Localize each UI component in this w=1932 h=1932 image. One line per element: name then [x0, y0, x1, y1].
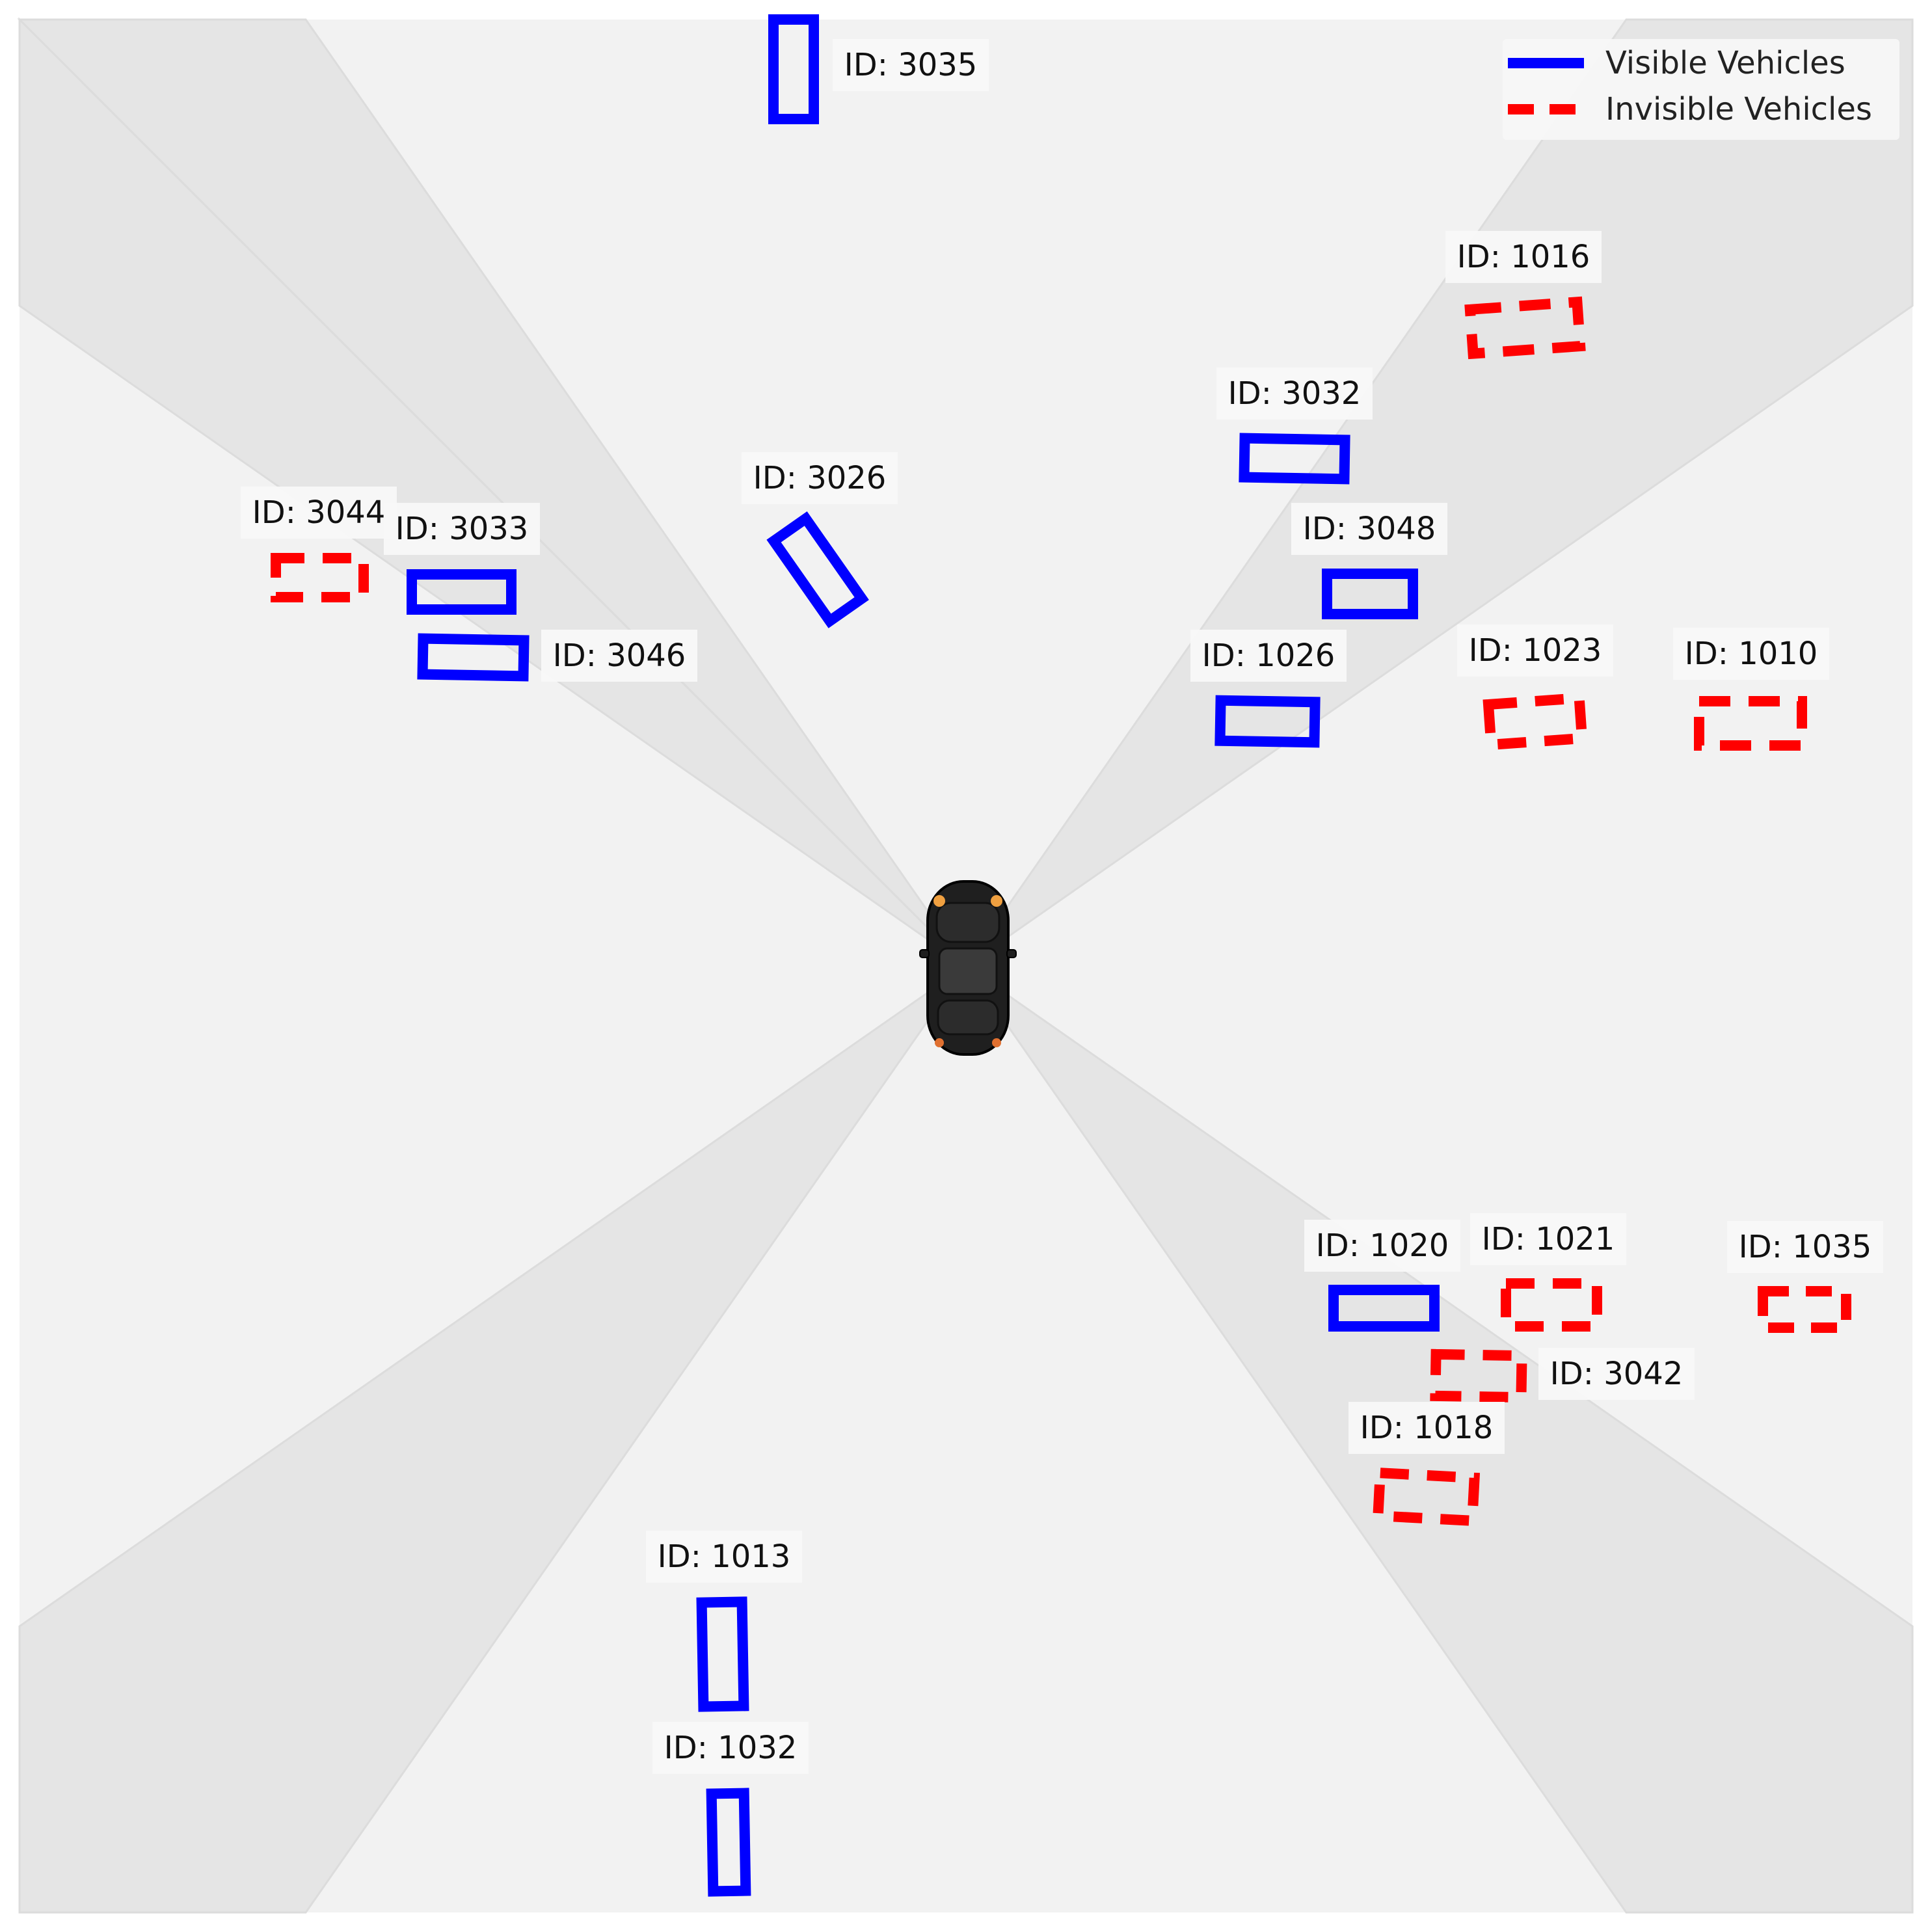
vehicle-box: [1464, 296, 1586, 360]
vehicle-marker: ID: 1013: [646, 1531, 802, 1712]
vehicle-id-label: ID: 1020: [1316, 1228, 1449, 1264]
vehicle-marker: ID: 3035: [768, 14, 989, 124]
vehicle-box: [1372, 1467, 1481, 1527]
vehicle-box: [1328, 1285, 1440, 1332]
vehicle-marker: ID: 3048: [1291, 503, 1447, 619]
blind-zones: [17, 17, 1914, 1914]
vehicle-box: [768, 14, 819, 124]
vehicle-marker: ID: 1023: [1457, 624, 1613, 751]
vehicle-marker: ID: 3026: [742, 452, 898, 628]
vehicle-marker: ID: 1010: [1673, 628, 1829, 751]
vehicle-id-label: ID: 1010: [1685, 636, 1818, 672]
vehicle-id-label: ID: 3048: [1303, 511, 1436, 547]
vehicle-marker: ID: 1032: [652, 1722, 809, 1897]
vehicle-id-label: ID: 3035: [844, 47, 978, 83]
vehicle-id-label: ID: 1026: [1202, 637, 1335, 674]
vehicle-marker: ID: 3044: [241, 487, 397, 602]
vehicle-label-box: [241, 487, 397, 539]
blind-zone-top-left: [17, 18, 967, 967]
vehicle-marker: ID: 1026: [1190, 630, 1347, 748]
vehicle-label-box: [1216, 368, 1373, 420]
vehicle-label-box: [742, 452, 898, 504]
vehicle-box: [1758, 1286, 1851, 1333]
blind-zone-bottom-left: [18, 965, 967, 1914]
vehicle-box: [1694, 696, 1807, 751]
vehicles: ID: 3035 ID: 1016 ID: 3032 ID: 3026 ID: …: [241, 14, 1883, 1897]
vehicle-marker: ID: 1021: [1470, 1213, 1626, 1332]
vehicle-label-box: [1538, 1348, 1695, 1400]
vehicle-box: [407, 569, 517, 615]
vehicle-label-box: [1470, 1213, 1626, 1265]
vehicle-label-box: [1727, 1221, 1883, 1273]
vehicle-label-box: [833, 39, 989, 91]
vehicle-label-box: [1348, 1402, 1505, 1454]
legend-visible-label: Visible Vehicles: [1605, 45, 1845, 81]
vehicle-label-box: [652, 1722, 809, 1774]
vehicle-label-box: [1190, 630, 1347, 682]
legend-invisible-label: Invisible Vehicles: [1605, 91, 1872, 127]
vehicle-marker: ID: 1020: [1304, 1220, 1460, 1332]
vehicle-box: [1239, 433, 1350, 485]
vehicle-marker: ID: 1016: [1445, 231, 1602, 360]
vehicle-marker: ID: 3033: [384, 503, 540, 615]
vehicle-marker: ID: 3032: [1216, 368, 1373, 485]
vehicle-label-box: [646, 1531, 802, 1583]
vehicle-box: [1430, 1348, 1527, 1403]
vehicle-box: [271, 553, 369, 602]
vehicle-marker: ID: 3042: [1430, 1348, 1695, 1403]
vehicle-label-box: [1304, 1220, 1460, 1272]
legend-box: [1503, 39, 1899, 140]
vehicle-box: [417, 633, 530, 682]
vehicle-id-label: ID: 1013: [658, 1538, 791, 1575]
vehicle-marker: ID: 1035: [1727, 1221, 1883, 1333]
vehicle-id-label: ID: 1023: [1469, 632, 1602, 669]
vehicle-id-label: ID: 3046: [553, 637, 686, 674]
vehicle-id-label: ID: 3033: [396, 511, 529, 547]
vehicle-id-label: ID: 3042: [1550, 1356, 1684, 1392]
blind-zone-top-right: [965, 18, 1914, 967]
vehicle-id-label: ID: 1018: [1360, 1410, 1494, 1446]
vehicle-id-label: ID: 3026: [753, 460, 887, 496]
vehicle-box: [1322, 569, 1418, 619]
vehicle-label-box: [541, 630, 697, 682]
ego-car-icon: [919, 880, 1017, 1056]
vehicle-id-label: ID: 1035: [1739, 1229, 1872, 1265]
vehicle-marker: ID: 3046: [417, 630, 697, 682]
vehicle-id-label: ID: 3044: [252, 494, 386, 531]
legend: Visible Vehicles Invisible Vehicles: [1503, 39, 1899, 140]
vehicle-box: [1214, 695, 1321, 748]
vehicle-label-box: [1457, 624, 1613, 677]
vehicle-box: [1483, 692, 1588, 751]
vehicle-box: [696, 1596, 749, 1712]
vehicle-label-box: [1673, 628, 1829, 680]
vehicle-id-label: ID: 1021: [1482, 1221, 1615, 1257]
vehicle-label-box: [1291, 503, 1447, 555]
vehicle-id-label: ID: 3032: [1228, 375, 1362, 412]
vehicle-id-label: ID: 1032: [664, 1730, 798, 1766]
vehicle-box: [706, 1788, 751, 1897]
vehicle-id-label: ID: 1016: [1457, 239, 1590, 275]
vehicle-box: [766, 511, 869, 628]
vehicle-label-box: [1445, 231, 1602, 283]
vehicle-box: [1501, 1278, 1602, 1332]
vehicle-label-box: [384, 503, 540, 555]
vehicle-marker: ID: 1018: [1348, 1402, 1505, 1527]
